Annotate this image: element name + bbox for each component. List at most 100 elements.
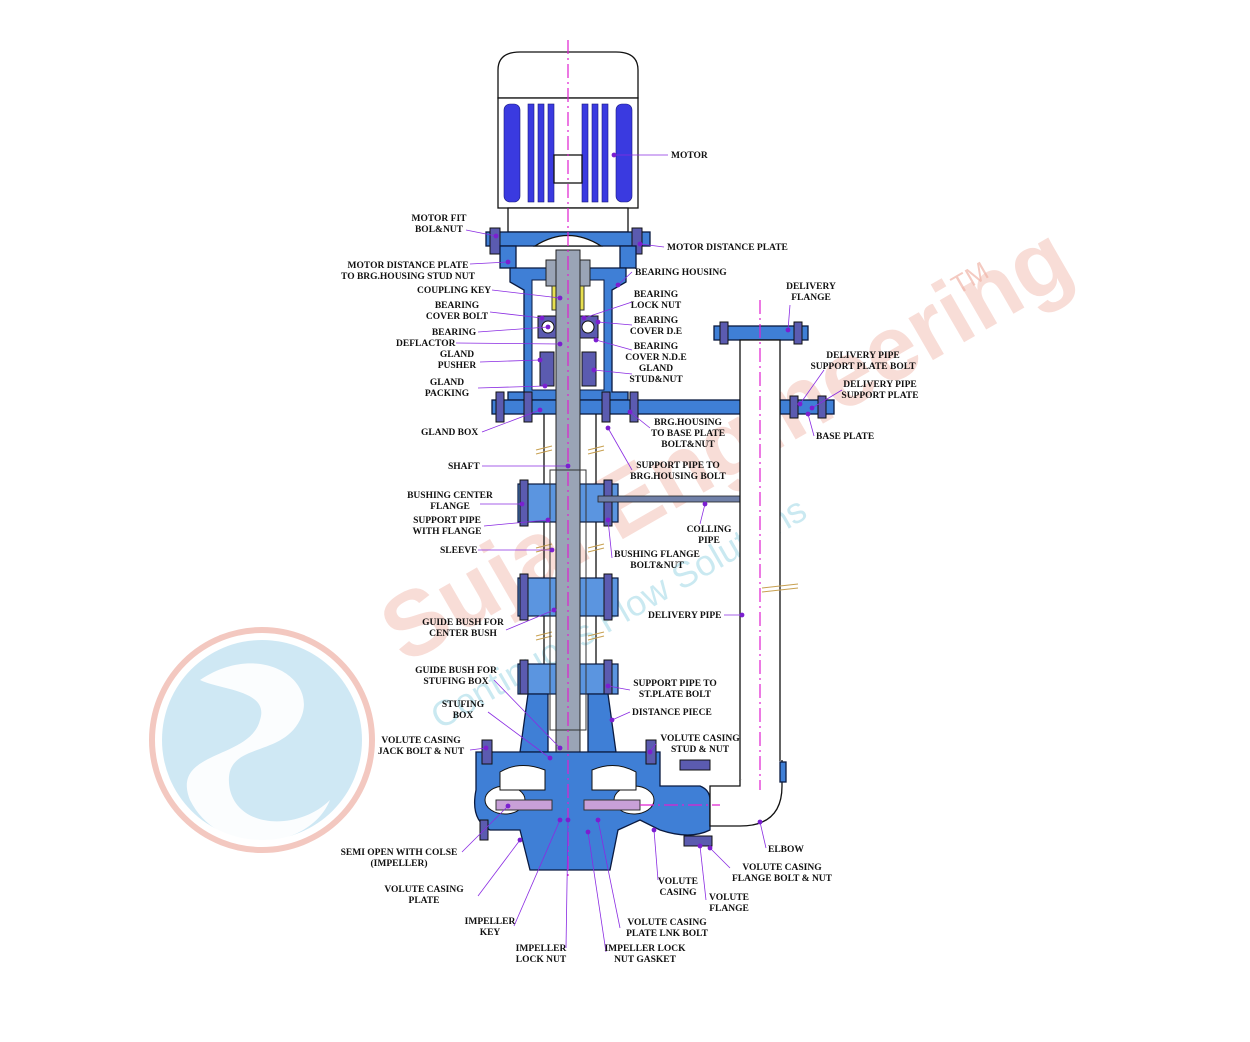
label-support-pipe-brg-housing-bolt-line: BRG.HOUSING BOLT (630, 472, 726, 482)
motor-distance-plate-stud-nut-leader-dot (505, 259, 511, 265)
support-pipe-with-flange-leader-dot (545, 517, 551, 523)
impeller-key-leader (513, 819, 561, 927)
impeller-lock-nut-gasket-leader (587, 831, 607, 953)
bearing-cover-nde-leader-dot (593, 337, 599, 343)
label-semi-open-impeller-line: SEMI OPEN WITH COLSE (341, 848, 458, 858)
label-gland-box: GLAND BOX (421, 428, 478, 438)
label-volute-casing-flange-bolt-line: VOLUTE CASING (742, 863, 822, 873)
label-volute-casing-line: VOLUTE (658, 877, 698, 887)
label-delivery-pipe-support-plate-line: DELIVERY PIPE (843, 380, 916, 390)
volute-flange-leader (699, 845, 707, 901)
label-support-pipe-with-flange-line: SUPPORT PIPE (413, 516, 481, 526)
gland-box-leader-dot (537, 407, 543, 413)
label-motor-distance-plate-stud-nut-line: MOTOR DISTANCE PLATE (348, 261, 469, 271)
volute-casing-stud-nut-leader-dot (647, 749, 653, 755)
label-gland-pusher-line: PUSHER (438, 361, 477, 371)
guide-bush-stuffing-leader-dot (557, 745, 563, 751)
label-impeller-key-line: IMPELLER (465, 917, 516, 927)
label-semi-open-impeller-line: (IMPELLER) (371, 858, 428, 869)
label-delivery-flange-line: FLANGE (791, 293, 831, 303)
label-delivery-pipe-support-plate-bolt-line: SUPPORT PLATE BOLT (810, 362, 916, 372)
bearing-housing-leader-dot (615, 282, 621, 288)
volute-casing-flange-bolt-leader-dot (707, 845, 713, 851)
stufing-box-leader-dot (547, 755, 553, 761)
label-volute-casing-stud-nut-line: VOLUTE CASING (660, 734, 740, 744)
delivery-pipe-leader-dot (739, 612, 745, 618)
semi-open-impeller-leader-dot (505, 803, 511, 809)
label-bearing-lock-nut-line: LOCK NUT (631, 301, 682, 311)
label-impeller-lock-nut-gasket-line: NUT GASKET (614, 955, 677, 965)
label-gland-box-line: GLAND BOX (421, 428, 478, 438)
label-bearing-line: BEARING (432, 328, 477, 338)
label-bearing-lock-nut-line: BEARING (634, 290, 679, 300)
guide-bush-stuffing-leader (493, 679, 561, 749)
bearing-lock-nut-leader (583, 301, 633, 319)
motor-fit-bolt-nut-leader (465, 229, 497, 237)
label-support-pipe-brg-housing-bolt-line: SUPPORT PIPE TO (636, 461, 720, 471)
support-pipe-brg-housing-bolt-leader-dot (605, 425, 611, 431)
gland-packing-leader (477, 385, 546, 389)
motor-distance-plate-stud-nut-leader (469, 261, 509, 265)
label-gland-packing-line: GLAND (430, 378, 464, 388)
label-bearing-cover-de-line: COVER D.E (630, 327, 682, 337)
label-volute-casing-plate-lnk-bolt-line: PLATE LNK BOLT (626, 929, 708, 939)
label-volute-casing-line: CASING (660, 888, 698, 898)
delivery-flange-leader-dot (785, 327, 791, 333)
motor-distance-plate-leader-dot (637, 241, 643, 247)
label-distance-piece-line: DISTANCE PIECE (632, 708, 712, 718)
impeller-key-leader-dot (557, 817, 563, 823)
label-guide-bush-stuffing-line: GUIDE BUSH FOR (415, 666, 497, 676)
colling-pipe-leader-dot (702, 501, 708, 507)
support-pipe-brg-housing-bolt-leader (607, 427, 633, 471)
label-coupling-key-line: COUPLING KEY (417, 286, 491, 296)
bearing-leader (477, 326, 549, 333)
cooling-pipe-part (597, 495, 745, 503)
distance-piece-leader (611, 711, 631, 721)
label-elbow: ELBOW (768, 845, 804, 855)
label-volute-flange-line: FLANGE (709, 904, 749, 914)
label-guide-bush-center-line: GUIDE BUSH FOR (422, 618, 504, 628)
label-delivery-pipe-line: DELIVERY PIPE (648, 611, 721, 621)
bearing-cover-de-leader (597, 321, 633, 326)
label-volute-casing-stud-nut-line: STUD & NUT (671, 745, 730, 755)
delivery-flange-leader (787, 304, 791, 331)
distance-piece-leader-dot (609, 717, 615, 723)
label-shaft-line: SHAFT (448, 462, 480, 472)
motor-leader-dot (611, 152, 617, 158)
support-pipe-st-plate-bolt-leader-dot (605, 683, 611, 689)
gland-box-leader (481, 409, 541, 433)
centre-lines (567, 40, 761, 880)
label-impeller-lock-nut-line: IMPELLER (516, 944, 567, 954)
volute-casing-plate-leader (477, 839, 521, 897)
base-plate-leader-dot (805, 411, 811, 417)
label-gland-stud-nut-line: STUD&NUT (629, 375, 683, 385)
stufing-box-leader (487, 711, 551, 759)
label-guide-bush-stuffing-line: STUFING BOX (423, 677, 488, 687)
label-sleeve-line: SLEEVE (440, 546, 478, 556)
colling-pipe-leader (699, 503, 706, 525)
bearing-cover-nde-leader (595, 339, 633, 351)
deflactor-leader (455, 342, 561, 345)
delivery-pipe-support-plate-bolt-leader (799, 369, 825, 405)
deflactor-leader-dot (557, 341, 563, 347)
